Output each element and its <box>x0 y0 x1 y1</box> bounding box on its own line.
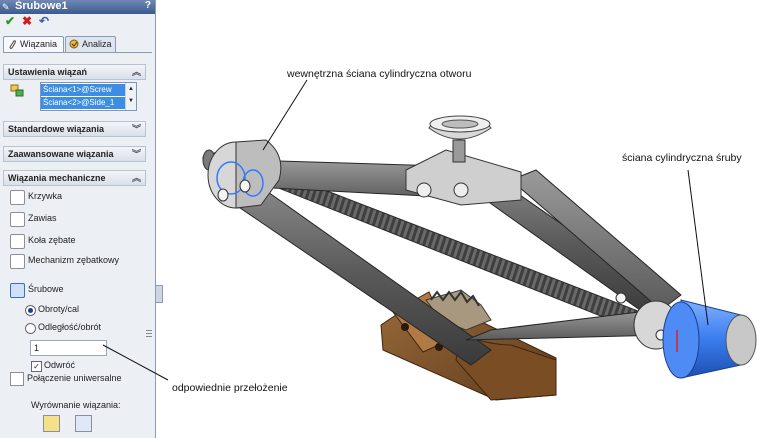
mate-cam-label: Krzywka <box>28 191 63 201</box>
gear-icon <box>10 234 25 249</box>
revolutions-label: Obroty/cal <box>38 304 80 314</box>
annotation-hole-face: wewnętrzna ściana cylindryczna otworu <box>287 68 472 80</box>
screw-mate-icon: ✎ <box>2 2 10 12</box>
reverse-checkbox[interactable]: ✓ <box>31 361 42 372</box>
mate-selections-icon <box>10 84 24 97</box>
section-mate-settings-label: Ustawienia wiązań <box>8 67 88 77</box>
alignment-label: Wyrównanie wiązania: <box>31 400 121 410</box>
section-standard-mates[interactable]: Standardowe wiązania ︾ <box>3 121 146 137</box>
selection-item[interactable]: Ściana<2>@Side_1 <box>41 97 125 109</box>
undo-button[interactable]: ↶ <box>38 14 50 28</box>
mate-selections-list[interactable]: Ściana<1>@Screw Ściana<2>@Side_1 ▲▼ <box>40 82 137 111</box>
section-mechanical-mates-label: Wiązania mechaniczne <box>8 173 106 183</box>
tab-divider <box>3 52 152 53</box>
aligned-button[interactable] <box>43 415 60 432</box>
help-button[interactable]: ? <box>144 0 151 11</box>
analysis-icon <box>69 39 79 49</box>
mate-hinge-label: Zawias <box>28 213 57 223</box>
screw-cylinder-face[interactable] <box>662 299 757 379</box>
cancel-button[interactable]: ✖ <box>21 14 33 28</box>
panel-scrollbar[interactable] <box>146 300 152 360</box>
section-mate-settings[interactable]: Ustawienia wiązań ︽ <box>3 64 146 80</box>
universal-joint-icon <box>10 372 24 386</box>
reverse-label: Odwróć <box>44 360 76 370</box>
cam-icon <box>10 190 25 205</box>
section-standard-mates-label: Standardowe wiązania <box>8 124 105 134</box>
property-manager: ✎ Śrubowe1 ? ✔ ✖ ↶ Wiązania Analiza Usta… <box>0 0 156 438</box>
section-mechanical-mates[interactable]: Wiązania mechaniczne ︽ <box>3 170 146 186</box>
rack-pinion-icon <box>10 254 25 269</box>
expand-chevron-icon: ︾ <box>131 124 141 134</box>
panel-titlebar: ✎ Śrubowe1 ? <box>0 0 155 14</box>
tab-mates-label: Wiązania <box>20 39 58 49</box>
tab-mates[interactable]: Wiązania <box>3 36 64 53</box>
collapse-chevron-icon: ︽ <box>131 173 141 183</box>
expand-chevron-icon: ︾ <box>131 149 141 159</box>
mate-gear-label: Koła zębate <box>28 235 76 245</box>
distance-radio[interactable] <box>25 323 36 334</box>
left-hub <box>207 139 282 209</box>
model-viewport[interactable] <box>161 0 760 438</box>
leader-line-hole <box>262 79 308 151</box>
anti-aligned-button[interactable] <box>75 415 92 432</box>
section-advanced-mates-label: Zaawansowane wiązania <box>8 149 114 159</box>
collapse-chevron-icon: ︽ <box>131 67 141 77</box>
top-saddle <box>405 115 522 206</box>
mate-screw-label: Śrubowe <box>28 284 64 294</box>
ok-button[interactable]: ✔ <box>4 14 16 28</box>
upper-right-arm-back <box>510 169 682 311</box>
panel-splitter-handle[interactable] <box>155 285 163 303</box>
mate-rack-pinion-label: Mechanizm zębatkowy <box>28 255 120 265</box>
paperclip-icon <box>9 40 16 49</box>
screw-icon <box>10 283 25 298</box>
leader-line-screw <box>687 169 709 326</box>
tab-analysis[interactable]: Analiza <box>65 36 116 52</box>
ratio-value-input[interactable]: 1 <box>30 340 107 356</box>
annotation-screw-face: ściana cylindryczna śruby <box>622 152 742 164</box>
panel-title: Śrubowe1 <box>15 0 68 12</box>
hinge-icon <box>10 212 25 227</box>
revolutions-radio[interactable] <box>25 305 36 316</box>
universal-joint-label[interactable]: Połączenie uniwersalne <box>27 373 122 383</box>
list-scrollbar[interactable]: ▲▼ <box>125 83 136 110</box>
selection-item[interactable]: Ściana<1>@Screw <box>41 84 125 96</box>
tab-analysis-label: Analiza <box>82 39 112 49</box>
distance-label: Odległość/obrót <box>38 322 102 332</box>
annotation-ratio: odpowiednie przełożenie <box>172 382 288 394</box>
section-advanced-mates[interactable]: Zaawansowane wiązania ︾ <box>3 146 146 162</box>
